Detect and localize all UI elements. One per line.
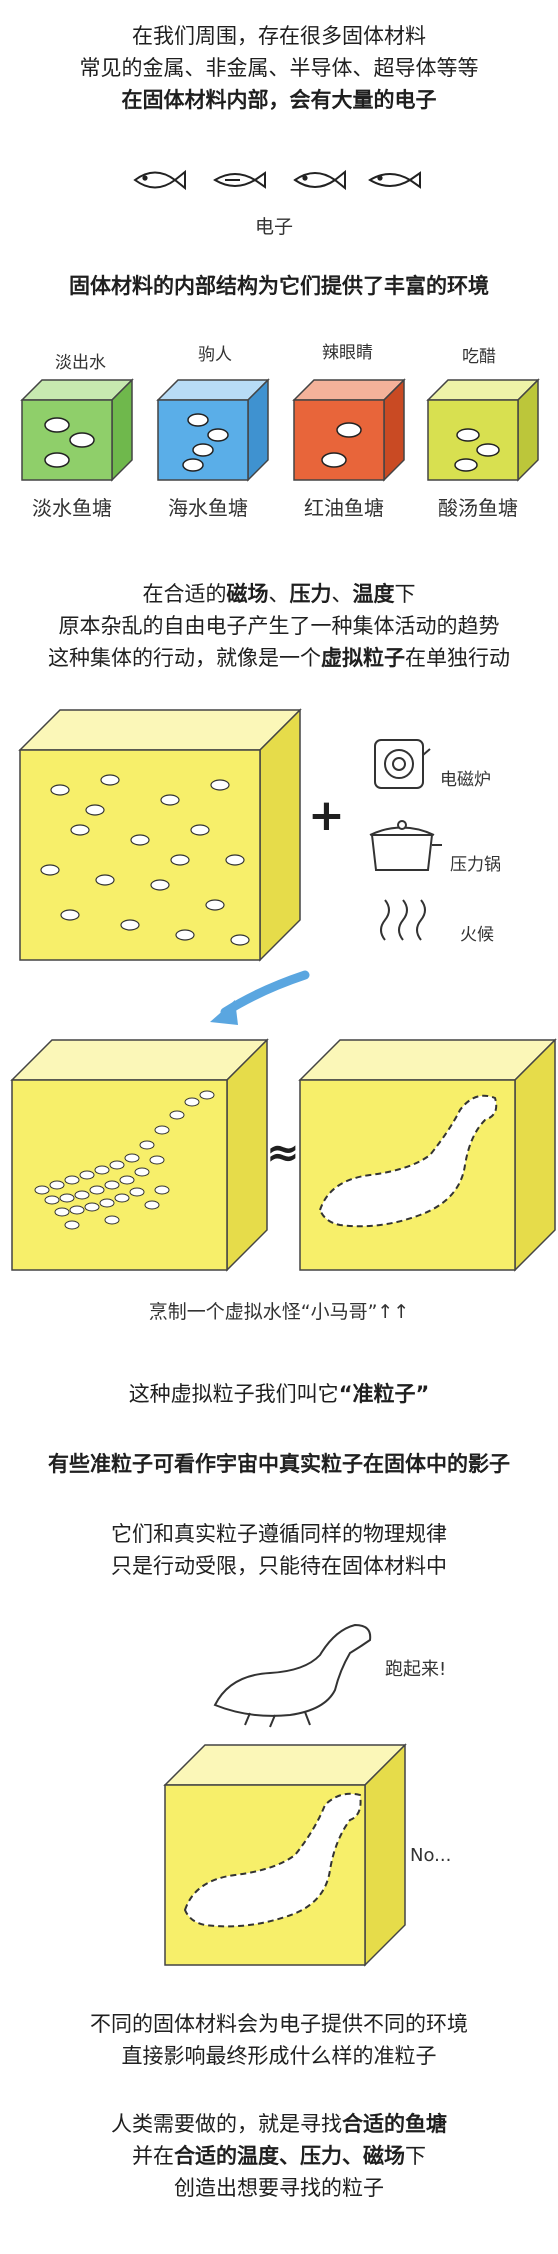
conditions-line-2: 原本杂乱的自由电子产生了一种集体活动的趋势 xyxy=(58,614,500,638)
ponds-row: 淡出水 淡水鱼塘 驹人 海水鱼塘 辣眼睛 红油鱼塘 吃醋 酸汤鱼塘 xyxy=(0,340,558,540)
arrow-icon xyxy=(210,970,310,1025)
tool-label-1: 电磁炉 xyxy=(440,770,491,790)
intro-line-1: 在我们周围，存在很多固体材料 xyxy=(132,24,426,48)
pond-cube-fresh xyxy=(20,378,134,482)
monster-silhouette-cube xyxy=(298,1038,557,1272)
conclusion-line-4: 并在合适的温度、压力、磁场下 xyxy=(132,2144,426,2168)
fish-icon xyxy=(133,169,186,191)
pond-tag-2: 驹人 xyxy=(198,345,232,365)
quasi-heading: 有些准粒子可看作宇宙中真实粒子在固体中的影子 xyxy=(48,1452,510,1476)
electron-label: 电子 xyxy=(255,216,294,238)
fish-icon xyxy=(368,171,421,189)
monster-outline xyxy=(213,1623,372,1728)
tool-label-2: 压力锅 xyxy=(450,855,501,875)
pond-tag-1: 淡出水 xyxy=(55,353,106,373)
quasi-line-3: 只是行动受限，只能待在固体材料中 xyxy=(111,1554,447,1578)
pond-cube-sea xyxy=(156,378,270,482)
pond-tag-4: 吃醋 xyxy=(462,347,496,367)
pond-cube-sour xyxy=(426,378,540,482)
electron-fish-group xyxy=(133,169,421,191)
intro-line-2: 常见的金属、非金属、半导体、超导体等等 xyxy=(79,56,479,80)
tool-label-3: 火候 xyxy=(460,925,494,945)
no-text: No... xyxy=(410,1845,452,1866)
pond-cube-chili xyxy=(292,378,406,482)
intro-line-3: 在固体材料内部，会有大量的电子 xyxy=(121,88,437,112)
pressure-cooker-icon xyxy=(369,820,442,871)
quasi-line-2: 它们和真实粒子遵循同样的物理规律 xyxy=(111,1522,447,1546)
fish-icon xyxy=(293,169,346,191)
monster-caption: 烹制一个虚拟水怪“小马哥”↑↑ xyxy=(148,1301,410,1323)
quasi-line: 这种虚拟粒子我们叫它“准粒子” xyxy=(128,1382,430,1406)
electron-cube xyxy=(18,708,302,962)
heat-icon xyxy=(380,899,426,941)
run-text: 跑起来! xyxy=(385,1659,447,1680)
conclusion-line-3: 人类需要做的，就是寻找合适的鱼塘 xyxy=(111,2112,447,2136)
fish-icon xyxy=(213,171,266,189)
pond-tag-3: 辣眼睛 xyxy=(322,343,373,363)
plus-sign: + xyxy=(308,790,345,841)
conditions-line-1: 在合适的磁场、压力、温度下 xyxy=(142,582,416,606)
pond-label-3: 红油鱼塘 xyxy=(304,496,384,520)
trapped-monster-cube xyxy=(163,1743,407,1967)
approx-sign: ≈ xyxy=(266,1130,300,1176)
pond-label-4: 酸汤鱼塘 xyxy=(438,496,518,520)
structure-heading: 固体材料的内部结构为它们提供了丰富的环境 xyxy=(69,274,489,298)
induction-cooker-icon xyxy=(374,739,431,789)
conclusion-line-5: 创造出想要寻找的粒子 xyxy=(174,2176,384,2200)
pond-label-1: 淡水鱼塘 xyxy=(32,496,112,520)
conclusion-line-2: 直接影响最终形成什么样的准粒子 xyxy=(121,2044,437,2068)
fish-monster-cube xyxy=(10,1038,269,1272)
pond-label-2: 海水鱼塘 xyxy=(168,496,248,520)
conclusion-line-1: 不同的固体材料会为电子提供不同的环境 xyxy=(90,2012,468,2036)
conditions-line-3: 这种集体的行动，就像是一个虚拟粒子在单独行动 xyxy=(48,646,510,670)
